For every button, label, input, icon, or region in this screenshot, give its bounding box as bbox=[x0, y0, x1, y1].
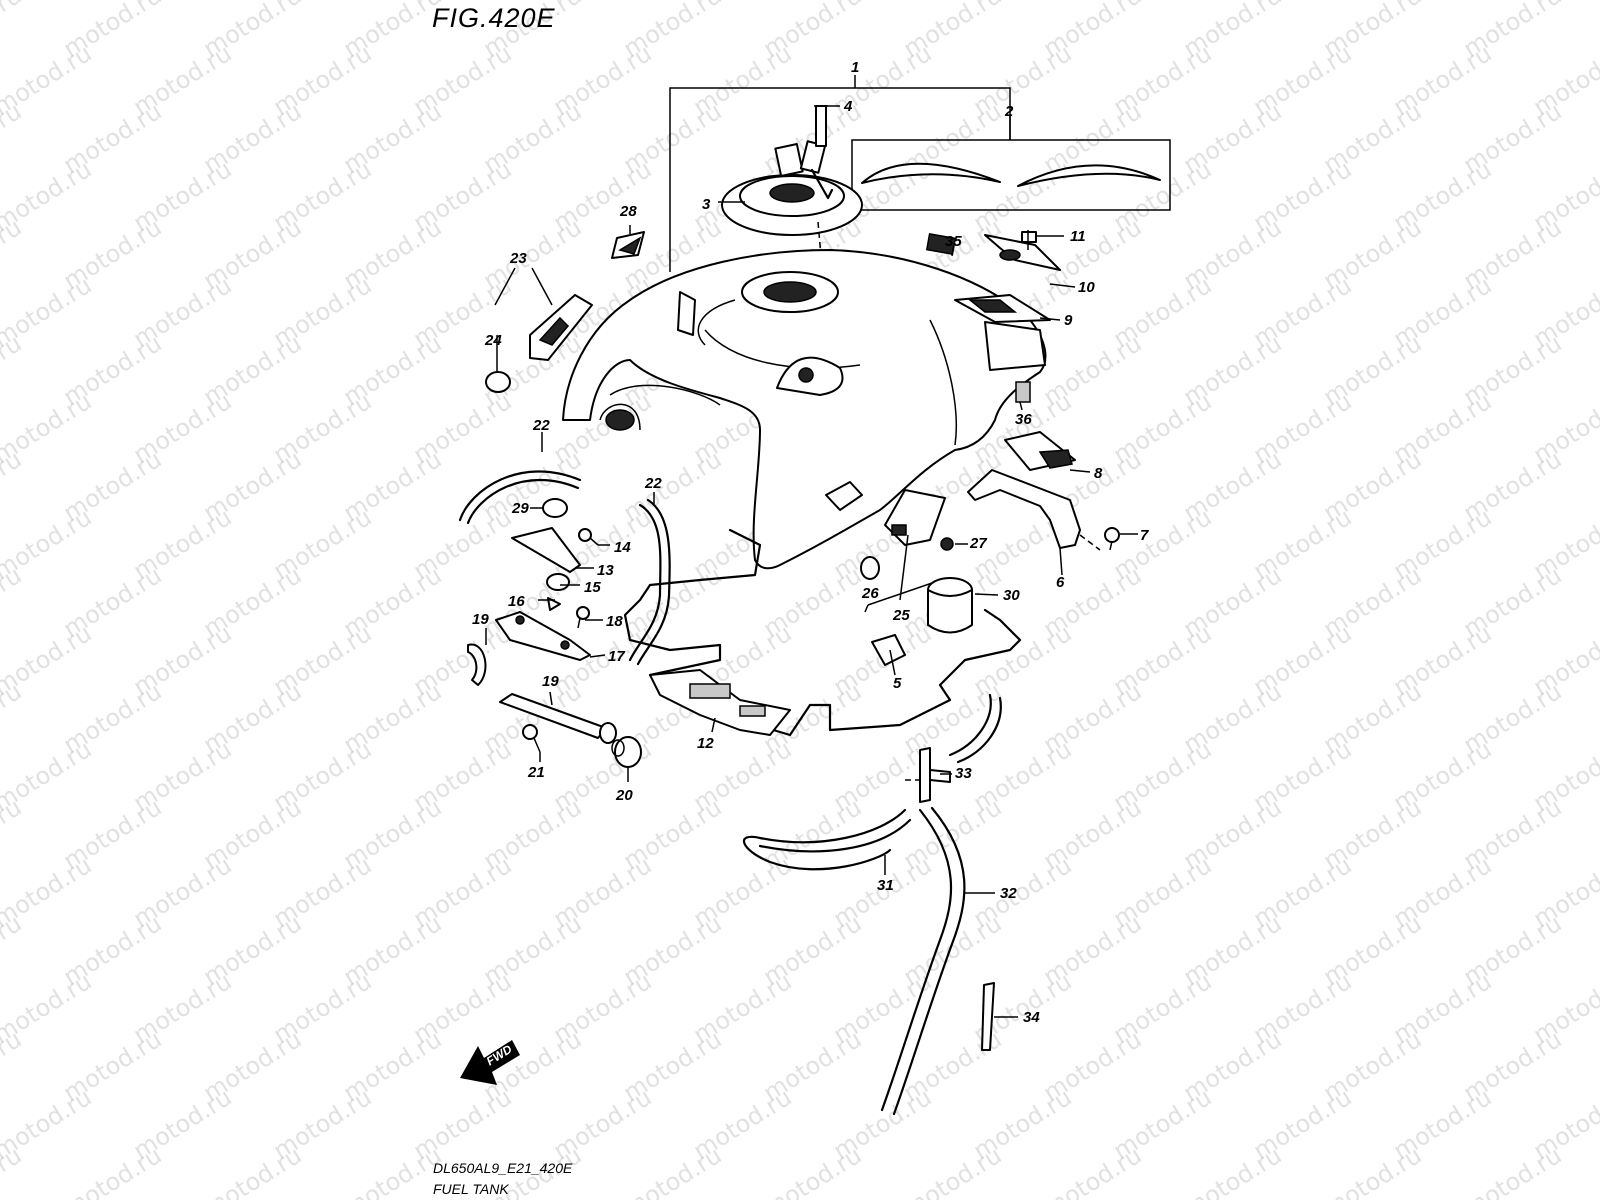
callout-2: 2 bbox=[1004, 103, 1014, 120]
cushion-36 bbox=[1015, 381, 1031, 403]
bolt-7 bbox=[1104, 527, 1120, 551]
watermark-text: motod.ru bbox=[1038, 1141, 1146, 1200]
watermark-text: motod.ru bbox=[0, 0, 27, 63]
watermark-text: motod.ru bbox=[758, 1141, 866, 1200]
bracket-13 bbox=[511, 527, 581, 573]
callout-15: 15 bbox=[584, 579, 601, 596]
callout-5: 5 bbox=[893, 675, 902, 692]
callout-35: 35 bbox=[945, 233, 962, 250]
hose-31 bbox=[742, 808, 912, 871]
watermark-text: motod.ru bbox=[0, 677, 27, 759]
fuel-tank-body bbox=[562, 249, 1047, 570]
callout-25: 25 bbox=[892, 607, 910, 624]
callout-22-center: 22 bbox=[644, 475, 662, 492]
side-cover-23-24 bbox=[485, 267, 593, 393]
hose-32 bbox=[880, 806, 966, 1116]
bolt-14 bbox=[578, 528, 599, 546]
rod-19 bbox=[499, 693, 617, 744]
callout-26: 26 bbox=[861, 585, 879, 602]
clip-19 bbox=[467, 643, 487, 686]
pad-9 bbox=[954, 294, 1051, 323]
band-30 bbox=[927, 577, 973, 634]
callout-28: 28 bbox=[619, 203, 637, 220]
tie-34 bbox=[981, 982, 995, 1051]
callout-24: 24 bbox=[484, 332, 502, 349]
callout-13: 13 bbox=[597, 562, 614, 579]
cushion-5 bbox=[871, 634, 906, 666]
callout-18: 18 bbox=[606, 613, 623, 630]
callout-17: 17 bbox=[608, 648, 625, 665]
bracket-10-11 bbox=[984, 230, 1061, 271]
callout-4: 4 bbox=[843, 98, 853, 115]
callout-33: 33 bbox=[955, 765, 972, 782]
bracket-17 bbox=[495, 611, 591, 661]
bolt-18 bbox=[576, 606, 590, 629]
bolt-21 bbox=[522, 724, 541, 753]
callout-19-lower: 19 bbox=[542, 673, 559, 690]
watermark-text: motod.ru bbox=[0, 561, 27, 643]
watermark-text: motod.ru bbox=[1318, 1141, 1426, 1200]
callout-22-left: 22 bbox=[532, 417, 550, 434]
hose-22-center bbox=[628, 498, 671, 666]
callout-21: 21 bbox=[527, 764, 545, 781]
hose-stub bbox=[948, 693, 1002, 764]
watermark-text: motod.ru bbox=[0, 97, 27, 179]
watermark-text: motod.ru bbox=[0, 445, 27, 527]
callout-6: 6 bbox=[1056, 574, 1065, 591]
leader-lines bbox=[485, 105, 1138, 1018]
section-name: FUEL TANK bbox=[433, 1181, 509, 1197]
hose-22-left bbox=[458, 470, 582, 525]
callout-29: 29 bbox=[511, 500, 529, 517]
grommet-29 bbox=[542, 498, 568, 518]
watermark-text: motod.ru bbox=[1178, 1141, 1286, 1200]
watermark-text: motod.ru bbox=[0, 793, 27, 875]
callout-34: 34 bbox=[1023, 1009, 1040, 1026]
tank-seal-strip bbox=[649, 669, 791, 736]
callout-12: 12 bbox=[697, 735, 714, 752]
watermark-text: motod.ru bbox=[0, 909, 27, 991]
callout-9: 9 bbox=[1064, 312, 1073, 329]
model-code: DL650AL9_E21_420E bbox=[433, 1160, 573, 1176]
warning-label-28 bbox=[611, 231, 645, 259]
callout-27: 27 bbox=[969, 535, 987, 552]
callout-30: 30 bbox=[1003, 587, 1020, 604]
bolt-27 bbox=[940, 537, 954, 551]
callout-32: 32 bbox=[1000, 885, 1017, 902]
callout-23: 23 bbox=[509, 250, 527, 267]
spacer-20 bbox=[611, 736, 642, 768]
figure-title: FIG.420E bbox=[432, 3, 556, 33]
collar-16 bbox=[547, 597, 561, 611]
watermark-text: motod.ru bbox=[898, 1141, 1006, 1200]
callout-8: 8 bbox=[1094, 465, 1103, 482]
connector-33 bbox=[905, 747, 951, 803]
callout-16: 16 bbox=[508, 593, 525, 610]
callout-31: 31 bbox=[877, 877, 894, 894]
watermark-text: motod.ru bbox=[618, 1141, 726, 1200]
callout-7: 7 bbox=[1140, 527, 1149, 544]
watermark-text: motod.ru bbox=[0, 213, 27, 295]
callout-14: 14 bbox=[614, 539, 631, 556]
fuel-cap-assembly bbox=[721, 105, 863, 291]
pad-8 bbox=[1004, 431, 1076, 471]
grommet-15 bbox=[546, 573, 570, 591]
watermark-text: motod.ru bbox=[0, 1025, 27, 1107]
callout-19-upper: 19 bbox=[472, 611, 489, 628]
callout-36: 36 bbox=[1015, 411, 1032, 428]
callout-3: 3 bbox=[702, 196, 711, 213]
watermark-text: motod.ru bbox=[338, 1141, 446, 1200]
decal-set bbox=[851, 116, 1171, 211]
callout-11: 11 bbox=[1070, 228, 1086, 245]
watermark-text: motod.ru bbox=[58, 1141, 166, 1200]
callout-10: 10 bbox=[1078, 279, 1095, 296]
watermark-text: motod.ru bbox=[0, 329, 27, 411]
callout-1: 1 bbox=[851, 59, 859, 76]
assembly-bracket bbox=[669, 75, 1011, 272]
watermark-text: motod.ru bbox=[198, 1141, 306, 1200]
watermark-text: motod.ru bbox=[1458, 1141, 1566, 1200]
callouts: 1 2 3 4 5 6 7 8 9 10 11 12 13 14 15 16 1… bbox=[472, 59, 1149, 1026]
callout-20: 20 bbox=[615, 787, 633, 804]
